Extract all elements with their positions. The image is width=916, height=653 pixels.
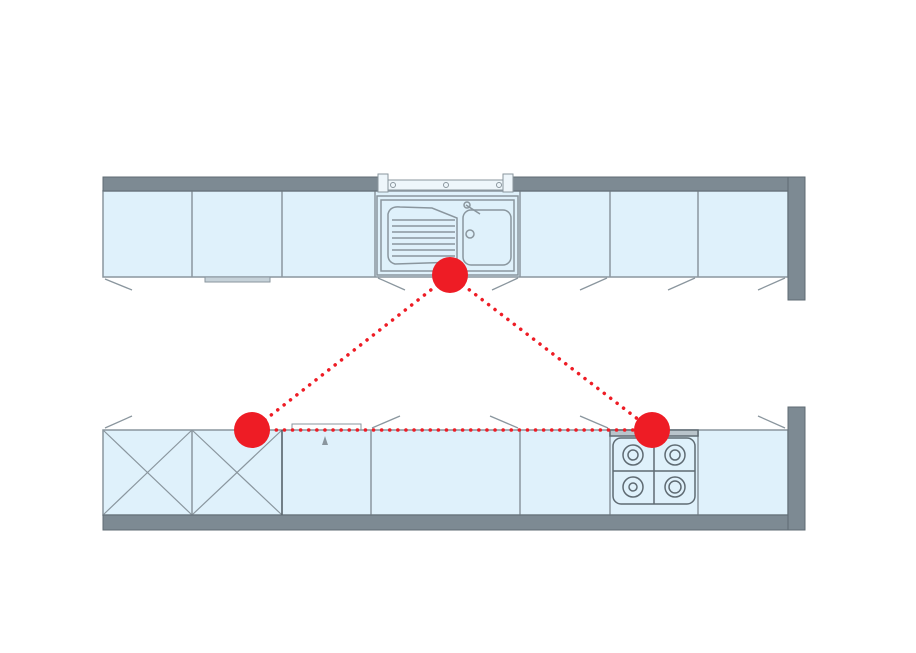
countertop-appliance <box>291 423 362 430</box>
bottom-cabinet-dividers <box>191 430 699 515</box>
right-wall-top <box>787 176 806 301</box>
dishwasher-handle <box>204 276 271 283</box>
top-wall-left <box>102 176 386 192</box>
top-cabinet-dividers <box>191 191 699 277</box>
triangle-edge-sink-stove <box>448 273 654 432</box>
stove-point <box>634 412 670 448</box>
burner-icon <box>622 476 644 498</box>
bottom-cabinet-run <box>102 406 806 531</box>
burner-icon <box>664 476 686 498</box>
sink-point <box>432 257 468 293</box>
bottom-door-swings <box>104 415 786 429</box>
top-door-swings <box>104 277 786 291</box>
work-triangle <box>250 273 654 432</box>
fridge-point <box>234 412 270 448</box>
sink-drainer-ridges <box>392 219 455 257</box>
faucet-icon <box>465 204 481 215</box>
tap-icon <box>322 436 328 445</box>
bottom-cabinets <box>102 429 789 516</box>
fridge-units <box>102 429 283 516</box>
window-frame <box>377 173 514 193</box>
top-wall-right <box>507 176 806 192</box>
burner-icon <box>622 444 644 466</box>
triangle-edge-sink-fridge <box>250 273 452 432</box>
bottom-wall <box>102 514 806 531</box>
top-cabinet-run <box>102 173 806 301</box>
right-wall-bottom <box>787 406 806 531</box>
burner-icon <box>664 444 686 466</box>
